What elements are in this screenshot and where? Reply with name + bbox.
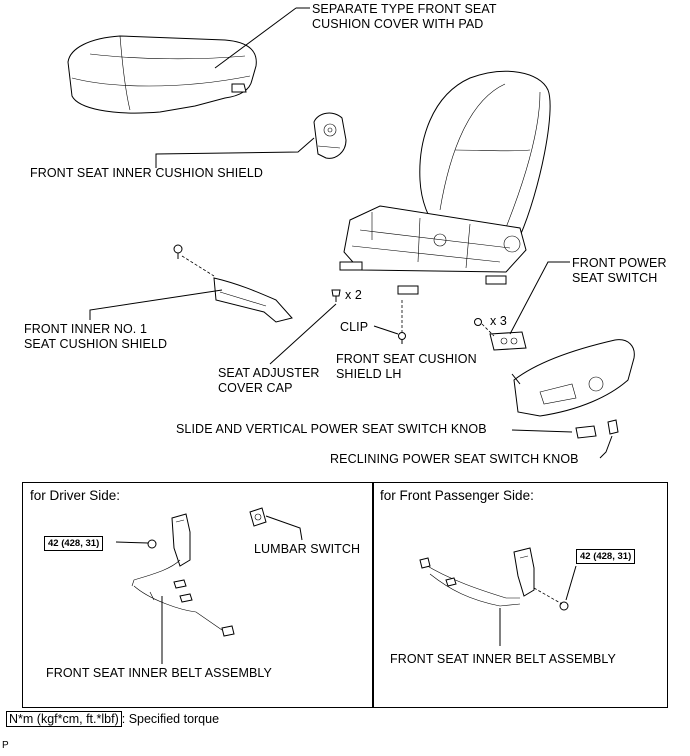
bolt-left	[173, 244, 183, 259]
torque-legend-text: : Specified torque	[121, 712, 220, 726]
lumbar-switch-label: LUMBAR SWITCH	[254, 542, 361, 556]
driver-panel-title: for Driver Side:	[30, 488, 121, 503]
passenger-belt-part	[419, 547, 535, 607]
seat-back-part	[419, 70, 551, 237]
driver-torque-nut	[147, 539, 157, 549]
cushion-cover-label: SEPARATE TYPE FRONT SEAT CUSHION COVER W…	[312, 2, 497, 31]
adjuster-cap-part	[331, 289, 341, 302]
lumbar-switch-part	[249, 507, 267, 527]
slide-knob-part	[575, 425, 597, 439]
cushion-shield-lh-part	[513, 339, 635, 417]
adjuster-cap-label: SEAT ADJUSTER COVER CAP	[218, 366, 320, 395]
driver-belt-part	[131, 513, 235, 637]
inner-no1-shield-part	[213, 277, 293, 323]
passenger-panel-title: for Front Passenger Side:	[380, 488, 534, 503]
power-seat-switch-label: FRONT POWER SEAT SWITCH	[572, 256, 667, 285]
recline-knob-part	[607, 419, 619, 435]
driver-belt-label: FRONT SEAT INNER BELT ASSEMBLY	[46, 666, 272, 680]
seat-frame-part	[339, 205, 527, 295]
screw-switch	[474, 318, 482, 326]
torque-legend: N*m (kgf*cm, ft.*lbf): Specified torque	[6, 711, 220, 727]
driver-torque-box: 42 (428, 31)	[44, 536, 104, 551]
cushion-shield-lh-label: FRONT SEAT CUSHION SHIELD LH	[336, 352, 477, 381]
slide-knob-label: SLIDE AND VERTICAL POWER SEAT SWITCH KNO…	[176, 422, 487, 436]
quantity-x3-label: x 3	[490, 314, 507, 328]
driver-side-panel	[22, 482, 374, 708]
cushion-cover-part	[67, 35, 257, 114]
clip-part	[398, 332, 406, 344]
quantity-x2-label: x 2	[345, 288, 362, 302]
inner-no1-shield-label: FRONT INNER NO. 1 SEAT CUSHION SHIELD	[24, 322, 168, 351]
passenger-side-panel	[372, 482, 668, 708]
footer-code: P	[2, 740, 9, 751]
power-seat-switch-part	[489, 331, 527, 351]
inner-cushion-shield-part	[313, 112, 347, 159]
recline-knob-label: RECLINING POWER SEAT SWITCH KNOB	[330, 452, 579, 466]
passenger-belt-label: FRONT SEAT INNER BELT ASSEMBLY	[390, 652, 616, 666]
clip-label: CLIP	[340, 320, 369, 334]
torque-unit-box: N*m (kgf*cm, ft.*lbf)	[6, 711, 122, 727]
passenger-torque-box: 42 (428, 31)	[576, 549, 636, 564]
inner-cushion-shield-label: FRONT SEAT INNER CUSHION SHIELD	[30, 166, 263, 180]
